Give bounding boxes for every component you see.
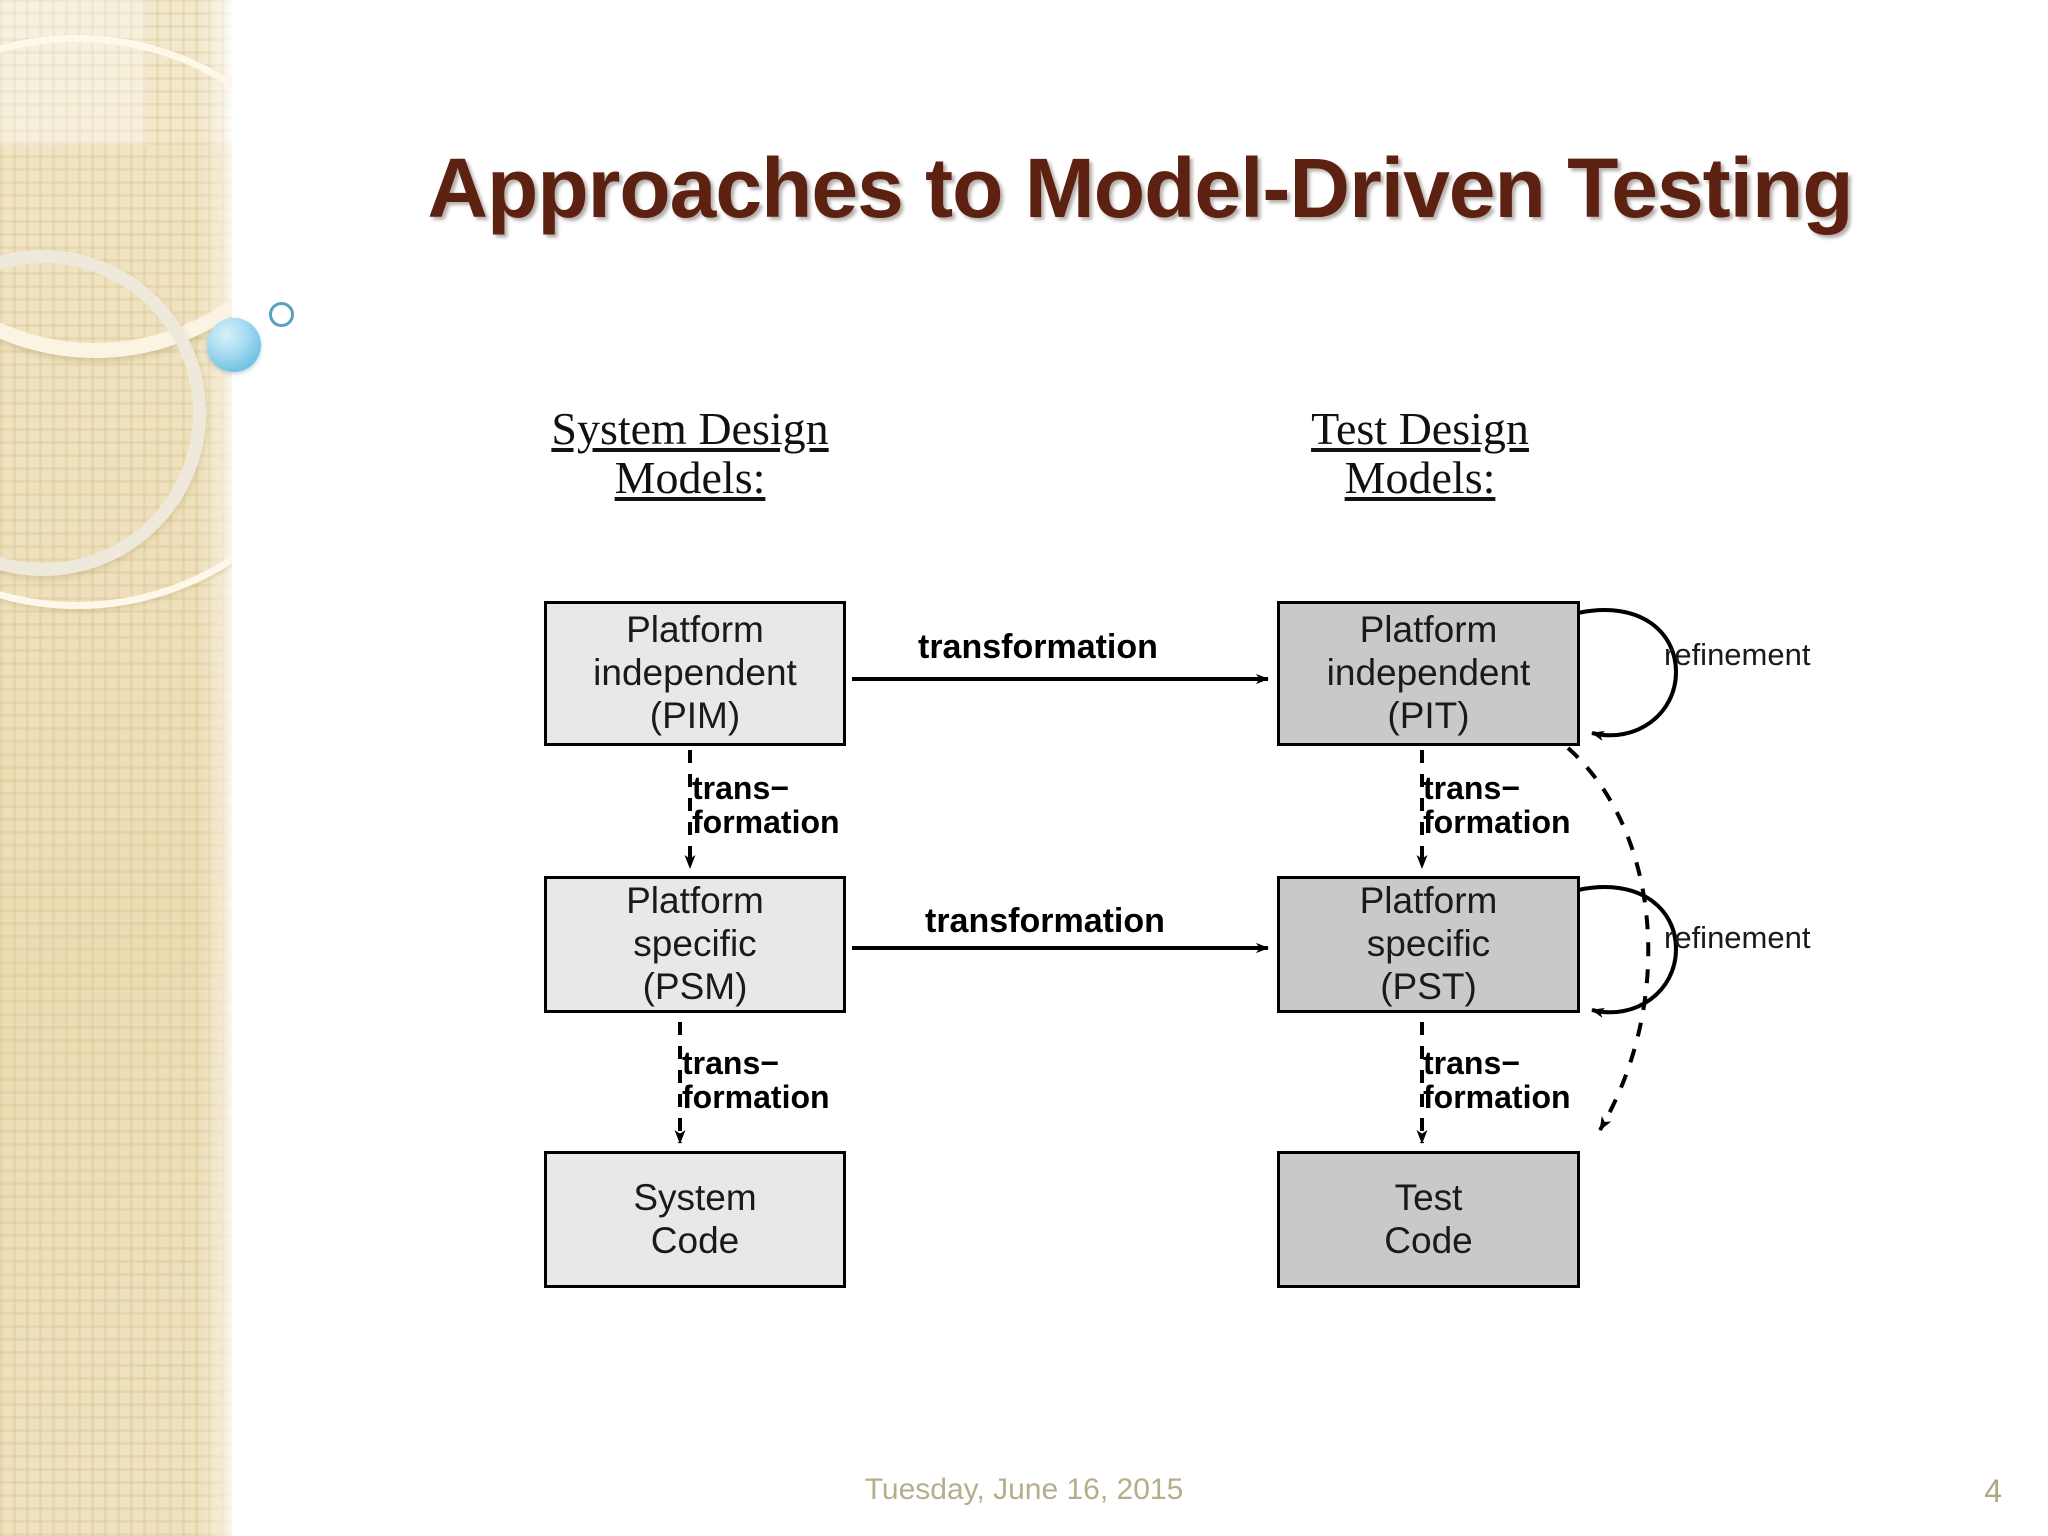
node-test-code: Test Code — [1277, 1151, 1580, 1288]
node-platform-specific-psm: Platform specific (PSM) — [544, 876, 846, 1013]
heading-test-line1: Test Design — [1311, 403, 1529, 454]
footer-date: Tuesday, June 16, 2015 — [864, 1473, 1184, 1506]
label-vertical-right-top: trans− formation — [1423, 770, 1571, 840]
node-tst-line1: Test — [1394, 1176, 1463, 1218]
heading-system-line1: System Design — [551, 403, 829, 454]
node-pst-line2: specific — [1366, 923, 1491, 965]
label-vertical-left-top-l2: formation — [692, 803, 840, 840]
label-vertical-right-top-l2: formation — [1423, 803, 1571, 840]
footer-page-number: 4 — [1984, 1473, 2002, 1509]
loop-refinement-mid — [1577, 885, 1679, 1018]
heading-test-design: Test Design Models: — [1200, 403, 1640, 503]
page-title: Approaches to Model-Driven Testing — [427, 141, 1853, 235]
node-sys-line1: System — [633, 1176, 757, 1218]
label-vertical-right-top-l1: trans− — [1423, 770, 1520, 806]
heading-test-line2: Models: — [1344, 451, 1496, 503]
node-pit-line1: Platform — [1359, 609, 1498, 651]
decorative-sidebar — [0, 0, 232, 1536]
label-vertical-right-mid: trans− formation — [1423, 1045, 1571, 1115]
node-platform-independent-pit: Platform independent (PIT) — [1277, 601, 1580, 746]
label-refinement-top: refinement — [1664, 637, 1811, 672]
node-platform-independent-pim: Platform independent (PIM) — [544, 601, 846, 746]
edge-refinement-curve — [1566, 746, 1651, 1132]
node-psm-line3: (PSM) — [642, 965, 748, 1007]
label-vertical-right-mid-l2: formation — [1423, 1078, 1571, 1115]
node-tst-line2: Code — [1384, 1219, 1473, 1261]
node-pim-line2: independent — [593, 652, 797, 694]
node-psm-line2: specific — [633, 923, 757, 965]
node-pim-line1: Platform — [626, 609, 764, 651]
node-pit-line3: (PIT) — [1387, 694, 1470, 736]
node-pim-line3: (PIM) — [649, 694, 741, 736]
label-vertical-left-mid: trans− formation — [682, 1045, 830, 1115]
node-platform-specific-pst: Platform specific (PST) — [1277, 876, 1580, 1013]
node-psm-line1: Platform — [626, 880, 764, 922]
node-pst-line1: Platform — [1359, 880, 1498, 922]
label-vertical-right-mid-l1: trans− — [1423, 1045, 1520, 1081]
node-pst-line3: (PST) — [1380, 965, 1477, 1007]
blue-ring-icon — [269, 302, 294, 327]
node-system-code: System Code — [544, 1151, 846, 1288]
blue-bubble-icon — [207, 318, 261, 372]
label-transformation-mid: transformation — [925, 902, 1165, 940]
label-vertical-left-top: trans− formation — [692, 770, 840, 840]
node-sys-line2: Code — [650, 1219, 740, 1261]
label-refinement-mid: refinement — [1664, 920, 1811, 955]
heading-system-design: System Design Models: — [470, 403, 910, 503]
label-transformation-top: transformation — [918, 628, 1158, 666]
loop-refinement-top — [1577, 608, 1679, 741]
label-vertical-left-top-l1: trans− — [692, 770, 789, 806]
label-vertical-left-mid-l1: trans− — [682, 1045, 779, 1081]
node-pit-line2: independent — [1326, 652, 1531, 694]
label-vertical-left-mid-l2: formation — [682, 1078, 830, 1115]
heading-system-line2: Models: — [614, 451, 766, 503]
